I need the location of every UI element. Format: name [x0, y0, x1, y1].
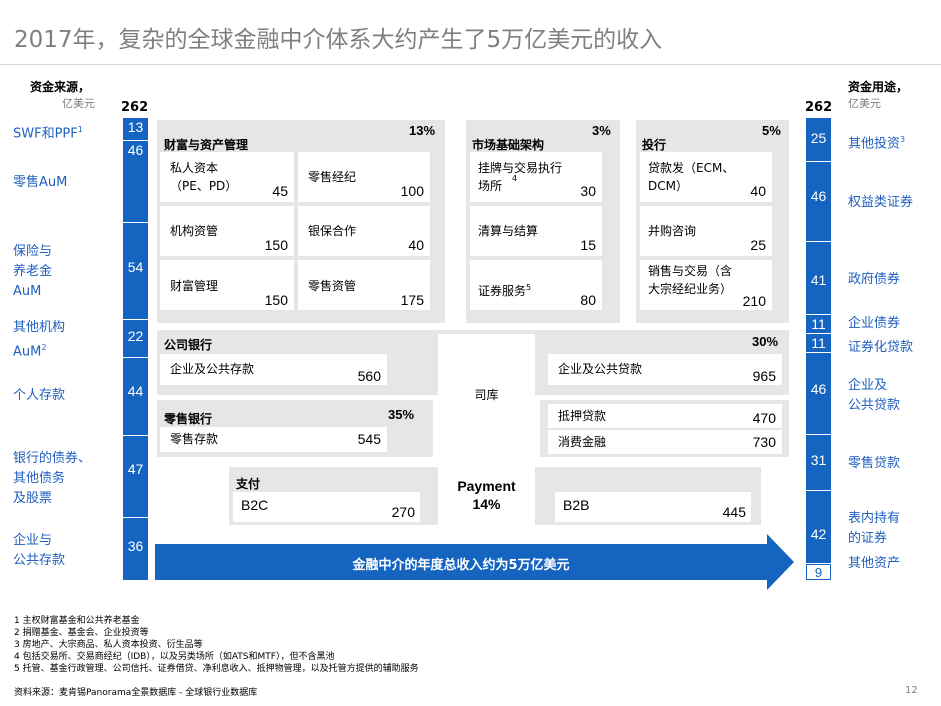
- market-box: 挂牌与交易执行 场所 4 30: [470, 152, 602, 202]
- uses-bar: 25 46 41 11 11 46 31 42 9: [806, 118, 831, 580]
- mortgage-box: 抵押贷款 470: [548, 404, 782, 428]
- footnote: 3 房地产、大宗商品、私人资本投资、衍生品等: [14, 640, 203, 650]
- use-label: 企业债券: [848, 316, 901, 331]
- b2b-box: B2B 445: [555, 492, 751, 522]
- footnote: 1 主权财富基金和公共养老基金: [14, 616, 140, 626]
- ib-pct: 5%: [762, 123, 781, 138]
- use-segment: 11: [806, 315, 831, 334]
- source-segment: 44: [123, 358, 148, 436]
- use-segment: 41: [806, 242, 831, 315]
- retail-title: 零售银行: [164, 412, 213, 426]
- uses-header: 资金用途，: [848, 80, 909, 94]
- source-segment: 54: [123, 223, 148, 320]
- use-label: 企业及 公共贷款: [848, 378, 901, 413]
- use-label: 权益类证券: [848, 195, 914, 210]
- uses-total: 262: [805, 100, 833, 115]
- use-label: 表内持有 的证券: [848, 511, 901, 546]
- source-label: SWF和PPF1: [13, 125, 83, 142]
- use-segment: 42: [806, 491, 831, 564]
- wealth-title: 财富与资产管理: [164, 138, 249, 152]
- ib-box: 贷款发（ECM、 DCM） 40: [640, 152, 772, 202]
- source-segment: 47: [123, 436, 148, 518]
- sources-bar: 13 46 54 22 44 47 36: [123, 118, 148, 580]
- footnote: 4 包括交易所、交易商经纪（IDB），以及另类场所（如ATS和MTF），但不含黑…: [14, 652, 335, 662]
- market-pct: 3%: [592, 123, 611, 138]
- retail-deposits-box: 零售存款 545: [160, 427, 387, 452]
- use-label: 政府债券: [848, 272, 901, 287]
- arrow-text: 金融中介的年度总收入约为5万亿美元: [352, 558, 570, 573]
- source-segment: 36: [127, 538, 144, 554]
- use-segment: 46: [806, 353, 831, 435]
- page-title: 2017年，复杂的全球金融中介体系大约产生了5万亿美元的收入: [14, 27, 663, 53]
- payment-center-box: Payment 14%: [438, 467, 535, 525]
- source-label: 银行的债券、 其他债务 及股票: [13, 451, 92, 506]
- source-note: 资料来源：麦肯锡Panorama全景数据库 - 全球银行业数据库: [14, 688, 258, 698]
- sources-unit: 亿美元: [62, 97, 95, 110]
- market-box-label: 证券服务5: [478, 283, 532, 298]
- source-label: 其他机构 AuM2: [13, 320, 66, 360]
- payment-title: 支付: [236, 477, 261, 491]
- source-label: 保险与 养老金 AuM: [13, 244, 53, 299]
- market-title: 市场基础架构: [472, 138, 545, 152]
- corporate-pct: 30%: [752, 334, 779, 349]
- market-box: 清算与结算 15: [470, 206, 602, 256]
- sources-header: 资金来源，: [30, 80, 91, 94]
- treasury-box: 司库: [438, 334, 535, 455]
- use-segment: 46: [806, 162, 831, 242]
- corporate-deposits-box: 企业及公共存款 560: [160, 354, 387, 385]
- use-segment: 9: [806, 564, 831, 580]
- wealth-pct: 13%: [409, 123, 436, 138]
- use-segment: 25: [806, 118, 831, 162]
- use-label: 证券化贷款: [848, 340, 914, 355]
- consumer-finance-box: 消费金融 730: [548, 430, 782, 454]
- source-segment: 46: [123, 141, 148, 223]
- retail-pct: 35%: [388, 407, 415, 422]
- uses-unit: 亿美元: [848, 97, 881, 110]
- page-number: 12: [905, 685, 918, 696]
- ib-box: 并购咨询 25: [640, 206, 772, 256]
- sources-total: 262: [121, 100, 149, 115]
- source-segment: 22: [123, 320, 148, 358]
- wealth-box: 银保合作 40: [298, 206, 430, 256]
- total-revenue-arrow: [155, 534, 794, 590]
- b2c-box: B2C 270: [233, 492, 420, 522]
- footnote: 2 捐赠基金、基金会、企业投资等: [14, 628, 149, 638]
- source-label: 个人存款: [13, 388, 66, 403]
- wealth-box: 零售资管 175: [298, 260, 430, 310]
- source-segment: 13: [123, 118, 148, 141]
- footnotes: 1 主权财富基金和公共养老基金 2 捐赠基金、基金会、企业投资等 3 房地产、大…: [14, 615, 419, 675]
- footnote: 5 托管、基金行政管理、公司信托、证券借贷、净利息收入、抵押物管理，以及托管方提…: [14, 664, 419, 674]
- ib-box: 销售与交易（含 大宗经纪业务） 210: [640, 260, 772, 310]
- wealth-box: 财富管理 150: [160, 260, 294, 310]
- use-label: 其他资产: [848, 556, 901, 571]
- wealth-box: 零售经纪 100: [298, 152, 430, 202]
- wealth-box: 私人资本 （PE、PD） 45: [160, 152, 294, 202]
- use-label: 零售贷款: [848, 456, 901, 471]
- title-divider: [0, 64, 941, 65]
- wealth-box: 机构资管 150: [160, 206, 294, 256]
- use-segment: 11: [806, 334, 831, 353]
- market-box: 证券服务5 80: [470, 260, 602, 310]
- corporate-loans-box: 企业及公共贷款 965: [548, 354, 782, 385]
- corporate-title: 公司银行: [164, 338, 213, 352]
- use-label: 其他投资3: [848, 135, 906, 152]
- source-label: 零售AuM: [13, 175, 68, 190]
- ib-title: 投行: [642, 138, 667, 152]
- use-segment: 31: [806, 435, 831, 491]
- source-label: 企业与 公共存款: [13, 533, 66, 568]
